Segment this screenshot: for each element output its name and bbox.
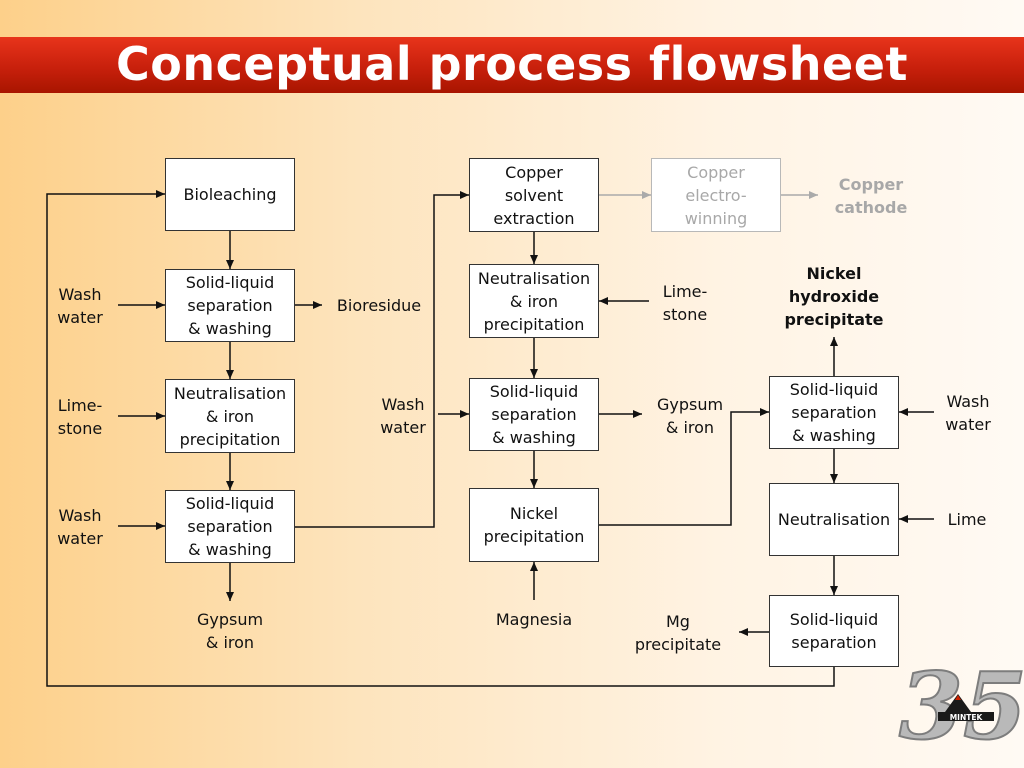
copper-electrowinning-box: Copper electro- winning [651,158,781,232]
arrow-sl2-to-copper-sx [295,191,469,528]
page-title: Conceptual process flowsheet [116,37,908,91]
solid-liquid-separation-box-5: Solid-liquid separation [769,595,899,667]
gypsum-iron-label-1: Gypsum & iron [196,610,264,652]
copper-solvent-extraction-box: Copper solvent extraction [469,158,599,232]
arrow-nickel-to-sl4 [599,408,769,526]
recycle-line [46,190,835,687]
mg-precipitate-label: Mg precipitate [634,612,722,654]
wash-water-label-4: Wash water [945,392,991,434]
wash-water-label-1: Wash water [57,285,103,327]
bioresidue-label: Bioresidue [336,295,422,315]
bioleaching-box: Bioleaching [165,158,295,231]
limestone-label-2: Lime- stone [662,282,708,324]
wash-water-label-2: Wash water [57,506,103,548]
neutralisation-iron-precipitation-box-2: Neutralisation & iron precipitation [469,264,599,338]
lime-label: Lime [947,509,987,529]
wash-water-label-3: Wash water [380,395,426,437]
nickel-hydroxide-precipitate-label: Nickel hydroxide precipitate [784,263,884,329]
solid-liquid-separation-washing-box-2: Solid-liquid separation & washing [165,490,295,563]
limestone-label-1: Lime- stone [57,396,103,438]
title-bar: Conceptual process flowsheet [0,37,1024,93]
solid-liquid-separation-washing-box-3: Solid-liquid separation & washing [469,378,599,451]
mintek-35-logo: 35 MINTEK [898,651,1024,761]
neutralisation-iron-precipitation-box-1: Neutralisation & iron precipitation [165,379,295,453]
logo-text: MINTEK [950,713,984,722]
magnesia-label: Magnesia [495,609,573,629]
gypsum-iron-label-2: Gypsum & iron [656,395,724,437]
copper-cathode-label: Copper cathode [834,175,908,217]
solid-liquid-separation-washing-box-4: Solid-liquid separation & washing [769,376,899,449]
neutralisation-box: Neutralisation [769,483,899,556]
nickel-precipitation-box: Nickel precipitation [469,488,599,562]
solid-liquid-separation-washing-box-1: Solid-liquid separation & washing [165,269,295,342]
logo-triangle-icon [945,694,971,712]
